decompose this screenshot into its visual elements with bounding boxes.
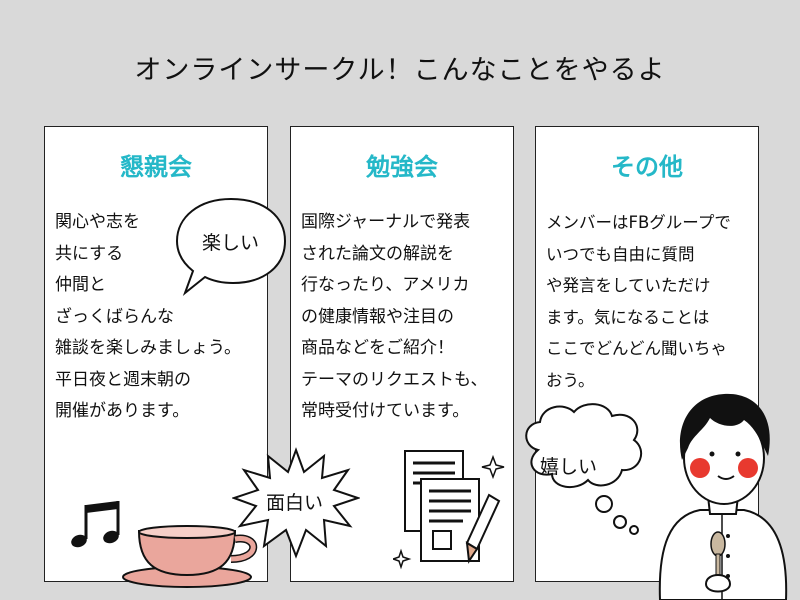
panel-study: 勉強会 国際ジャーナルで発表 された論文の解説を 行なったり、アメリカ の健康情… [290, 126, 514, 582]
documents-pencil-icon [393, 450, 505, 570]
page-title: オンラインサークル！こんなことをやるよ [134, 55, 666, 86]
person-with-spoon-icon [658, 393, 788, 600]
panel-body: メンバーはFBグループで いつでも自由に質問 や発言をしていただけ ます。気にな… [546, 213, 731, 390]
panel-social: 懇親会 関心や志を 共にする 仲間と ざっくばらんな 雑談を楽しみましょう。 平… [44, 126, 287, 588]
panel-heading: その他 [611, 153, 683, 181]
coffee-cup-icon [122, 525, 258, 588]
panel-body: 国際ジャーナルで発表 された論文の解説を 行なったり、アメリカ の健康情報や注目… [301, 212, 488, 421]
panel-heading: 懇親会 [120, 153, 192, 181]
panel-body: 関心や志を 共にする 仲間と ざっくばらんな 雑談を楽しみましょう。 平日夜と週… [55, 212, 241, 421]
thought-bubble-icon [525, 403, 643, 535]
music-notes-icon [71, 501, 120, 548]
bubble-text: 楽しい [202, 232, 260, 254]
bubble-text: 嬉しい [540, 456, 598, 478]
starburst-bubble-icon [232, 447, 360, 559]
speech-bubble-icon [175, 197, 287, 297]
bubble-text: 面白い [266, 492, 324, 514]
panel-heading: 勉強会 [366, 153, 438, 181]
